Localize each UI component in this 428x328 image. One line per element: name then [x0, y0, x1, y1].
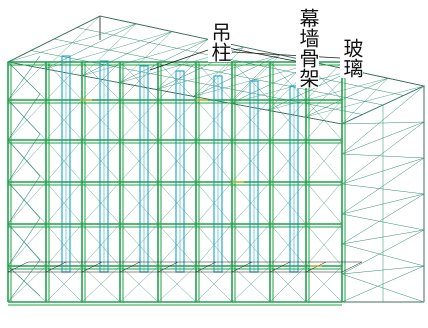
front-panel-brace — [45, 181, 83, 225]
roof-brace — [193, 46, 245, 97]
front-panel-brace — [157, 181, 197, 225]
base-grid — [341, 261, 363, 273]
leader-frame — [217, 45, 301, 63]
base-grid — [231, 261, 253, 273]
base-grid — [45, 261, 67, 273]
front-panel-brace — [157, 99, 197, 141]
base-grid — [195, 261, 217, 273]
front-panel-brace — [269, 139, 307, 183]
front-panel-brace — [305, 139, 343, 183]
front-panel-brace — [45, 99, 83, 141]
front-panel-brace — [7, 139, 47, 183]
leader-glass — [231, 51, 341, 59]
front-panel-brace — [231, 181, 271, 225]
front-panel-brace — [7, 99, 47, 141]
roof-brace — [119, 31, 173, 83]
front-panel-brace — [119, 61, 159, 101]
base-grid — [305, 261, 327, 273]
leader-hanging-column — [149, 49, 209, 71]
roof-brace — [341, 78, 389, 125]
left-face-brace — [7, 175, 41, 225]
front-panel-brace — [45, 61, 83, 101]
left-face-brace — [7, 133, 41, 183]
front-panel-brace — [7, 61, 47, 101]
front-panel-brace — [119, 99, 159, 141]
front-panel-brace — [305, 181, 343, 225]
roof-brace — [82, 23, 137, 76]
front-panel-brace — [81, 181, 121, 225]
label-hanging-column: 吊柱 — [208, 22, 232, 62]
base-grid — [157, 261, 179, 273]
front-panel-brace — [157, 61, 197, 101]
front-panel-brace — [269, 99, 307, 141]
roof-brace — [304, 70, 353, 118]
front-panel-brace — [45, 223, 83, 267]
base-grid — [269, 261, 291, 273]
front-panel-brace — [7, 223, 47, 267]
base-grid — [81, 261, 103, 273]
front-panel-brace — [81, 61, 121, 101]
front-panel-brace — [305, 223, 343, 267]
front-panel-brace — [45, 139, 83, 183]
label-glass: 玻璃 — [340, 38, 364, 78]
base-grid — [119, 261, 141, 273]
front-panel-brace — [157, 223, 197, 267]
roof-brace — [230, 54, 281, 104]
front-panel-brace — [231, 139, 271, 183]
front-panel-brace — [269, 223, 307, 267]
front-panel-brace — [157, 139, 197, 183]
roof-lattice — [7, 61, 343, 125]
front-panel-brace — [231, 99, 271, 141]
front-panel-brace — [7, 181, 47, 225]
front-panel-brace — [81, 223, 121, 267]
front-panel-brace — [269, 181, 307, 225]
label-curtain-wall-frame: 幕墙骨架 — [296, 8, 320, 88]
front-panel-brace — [231, 223, 271, 267]
base-grid — [7, 261, 29, 273]
roof-lattice — [99, 15, 425, 87]
roof-brace — [44, 15, 101, 70]
front-panel-brace — [119, 223, 159, 267]
left-face-brace — [7, 217, 41, 267]
front-panel-brace — [81, 139, 121, 183]
front-panel-brace — [305, 61, 343, 101]
front-panel-brace — [119, 181, 159, 225]
front-panel-brace — [81, 99, 121, 141]
front-panel-brace — [305, 99, 343, 141]
front-panel-brace — [119, 139, 159, 183]
roof-brace — [156, 39, 209, 90]
